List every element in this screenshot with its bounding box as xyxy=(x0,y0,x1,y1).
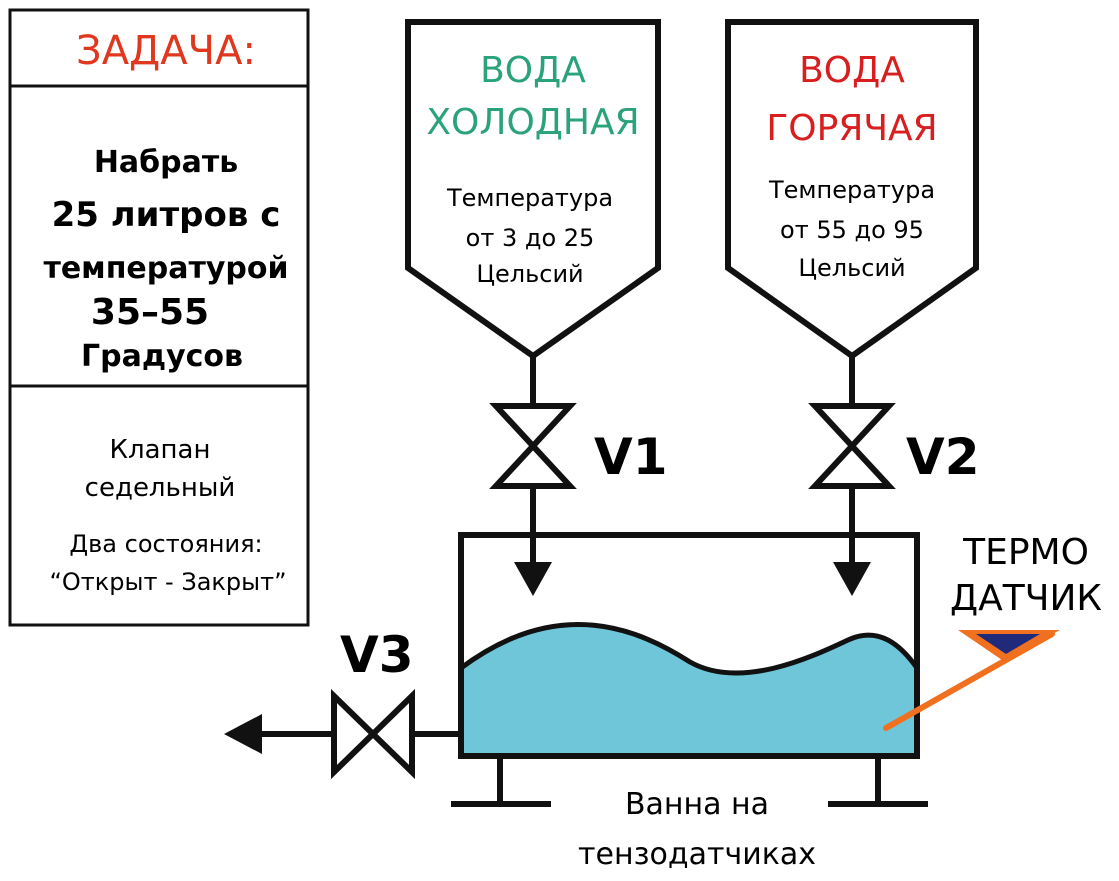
task-panel-frame xyxy=(8,8,310,627)
hot-tank-temp-3: Цельсий xyxy=(798,254,905,282)
valve-v2-label: V2 xyxy=(906,428,980,486)
valve-v3[interactable]: V3 xyxy=(331,626,415,780)
drain-arrow-icon xyxy=(224,714,262,754)
hot-water-tank: ВОДА ГОРЯЧАЯ Температура от 55 до 95 Цел… xyxy=(725,19,979,360)
hot-inlet-arrow-icon xyxy=(833,562,871,596)
valve-states-line-1: Два состояния: xyxy=(69,530,262,558)
hot-tank-temp-2: от 55 до 95 xyxy=(780,216,924,244)
valve-states-line-2: “Открыт - Закрыт” xyxy=(49,568,286,596)
bath: Ванна на тензодатчиках xyxy=(451,532,928,872)
task-line-4: 35–55 xyxy=(91,292,209,333)
bath-label-1: Ванна на xyxy=(625,787,769,822)
thermo-sensor-probe-fill xyxy=(976,634,1040,654)
valve-type-line-2: седельный xyxy=(85,473,236,503)
thermo-sensor: ТЕРМО ДАТЧИК xyxy=(883,532,1102,731)
hot-tank-title-1: ВОДА xyxy=(799,50,905,91)
task-title: ЗАДАЧА: xyxy=(76,28,256,74)
task-panel: ЗАДАЧА: Набрать 25 литров с температурой… xyxy=(8,8,310,627)
hot-tank-temp-1: Температура xyxy=(768,176,935,204)
bath-vessel xyxy=(458,532,920,759)
valve-v2-icon xyxy=(808,403,896,489)
valve-type-line-1: Клапан xyxy=(110,435,211,465)
task-line-5: Градусов xyxy=(81,339,243,374)
task-line-1: Набрать xyxy=(94,145,238,180)
task-line-3: температурой xyxy=(43,251,288,286)
thermo-sensor-probe-line xyxy=(883,631,1055,731)
valve-v2[interactable]: V2 xyxy=(808,403,980,489)
thermo-sensor-label-2: ДАТЧИК xyxy=(950,578,1102,619)
task-line-2: 25 литров с xyxy=(52,195,281,235)
valve-v1-label: V1 xyxy=(594,428,668,486)
cold-tank-hopper xyxy=(405,19,661,360)
valve-v3-icon xyxy=(331,688,415,780)
cold-tank-temp-1: Температура xyxy=(446,184,613,212)
drain-line xyxy=(224,714,461,754)
valve-v3-label: V3 xyxy=(340,626,414,684)
hot-tank-title-2: ГОРЯЧАЯ xyxy=(766,108,937,149)
cold-tank-temp-3: Цельсий xyxy=(476,260,583,288)
bath-water xyxy=(458,622,920,759)
valve-v1-icon xyxy=(489,403,577,489)
valve-v1[interactable]: V1 xyxy=(489,403,668,489)
cold-tank-temp-2: от 3 до 25 xyxy=(466,224,595,252)
cold-tank-title-1: ВОДА xyxy=(480,50,586,91)
hot-tank-hopper xyxy=(725,19,979,360)
cold-inlet-arrow-icon xyxy=(514,562,552,596)
cold-tank-title-2: ХОЛОДНАЯ xyxy=(426,102,639,143)
cold-water-tank: ВОДА ХОЛОДНАЯ Температура от 3 до 25 Цел… xyxy=(405,19,661,360)
bath-label-2: тензодатчиках xyxy=(578,837,816,872)
thermo-sensor-label-1: ТЕРМО xyxy=(962,532,1089,573)
